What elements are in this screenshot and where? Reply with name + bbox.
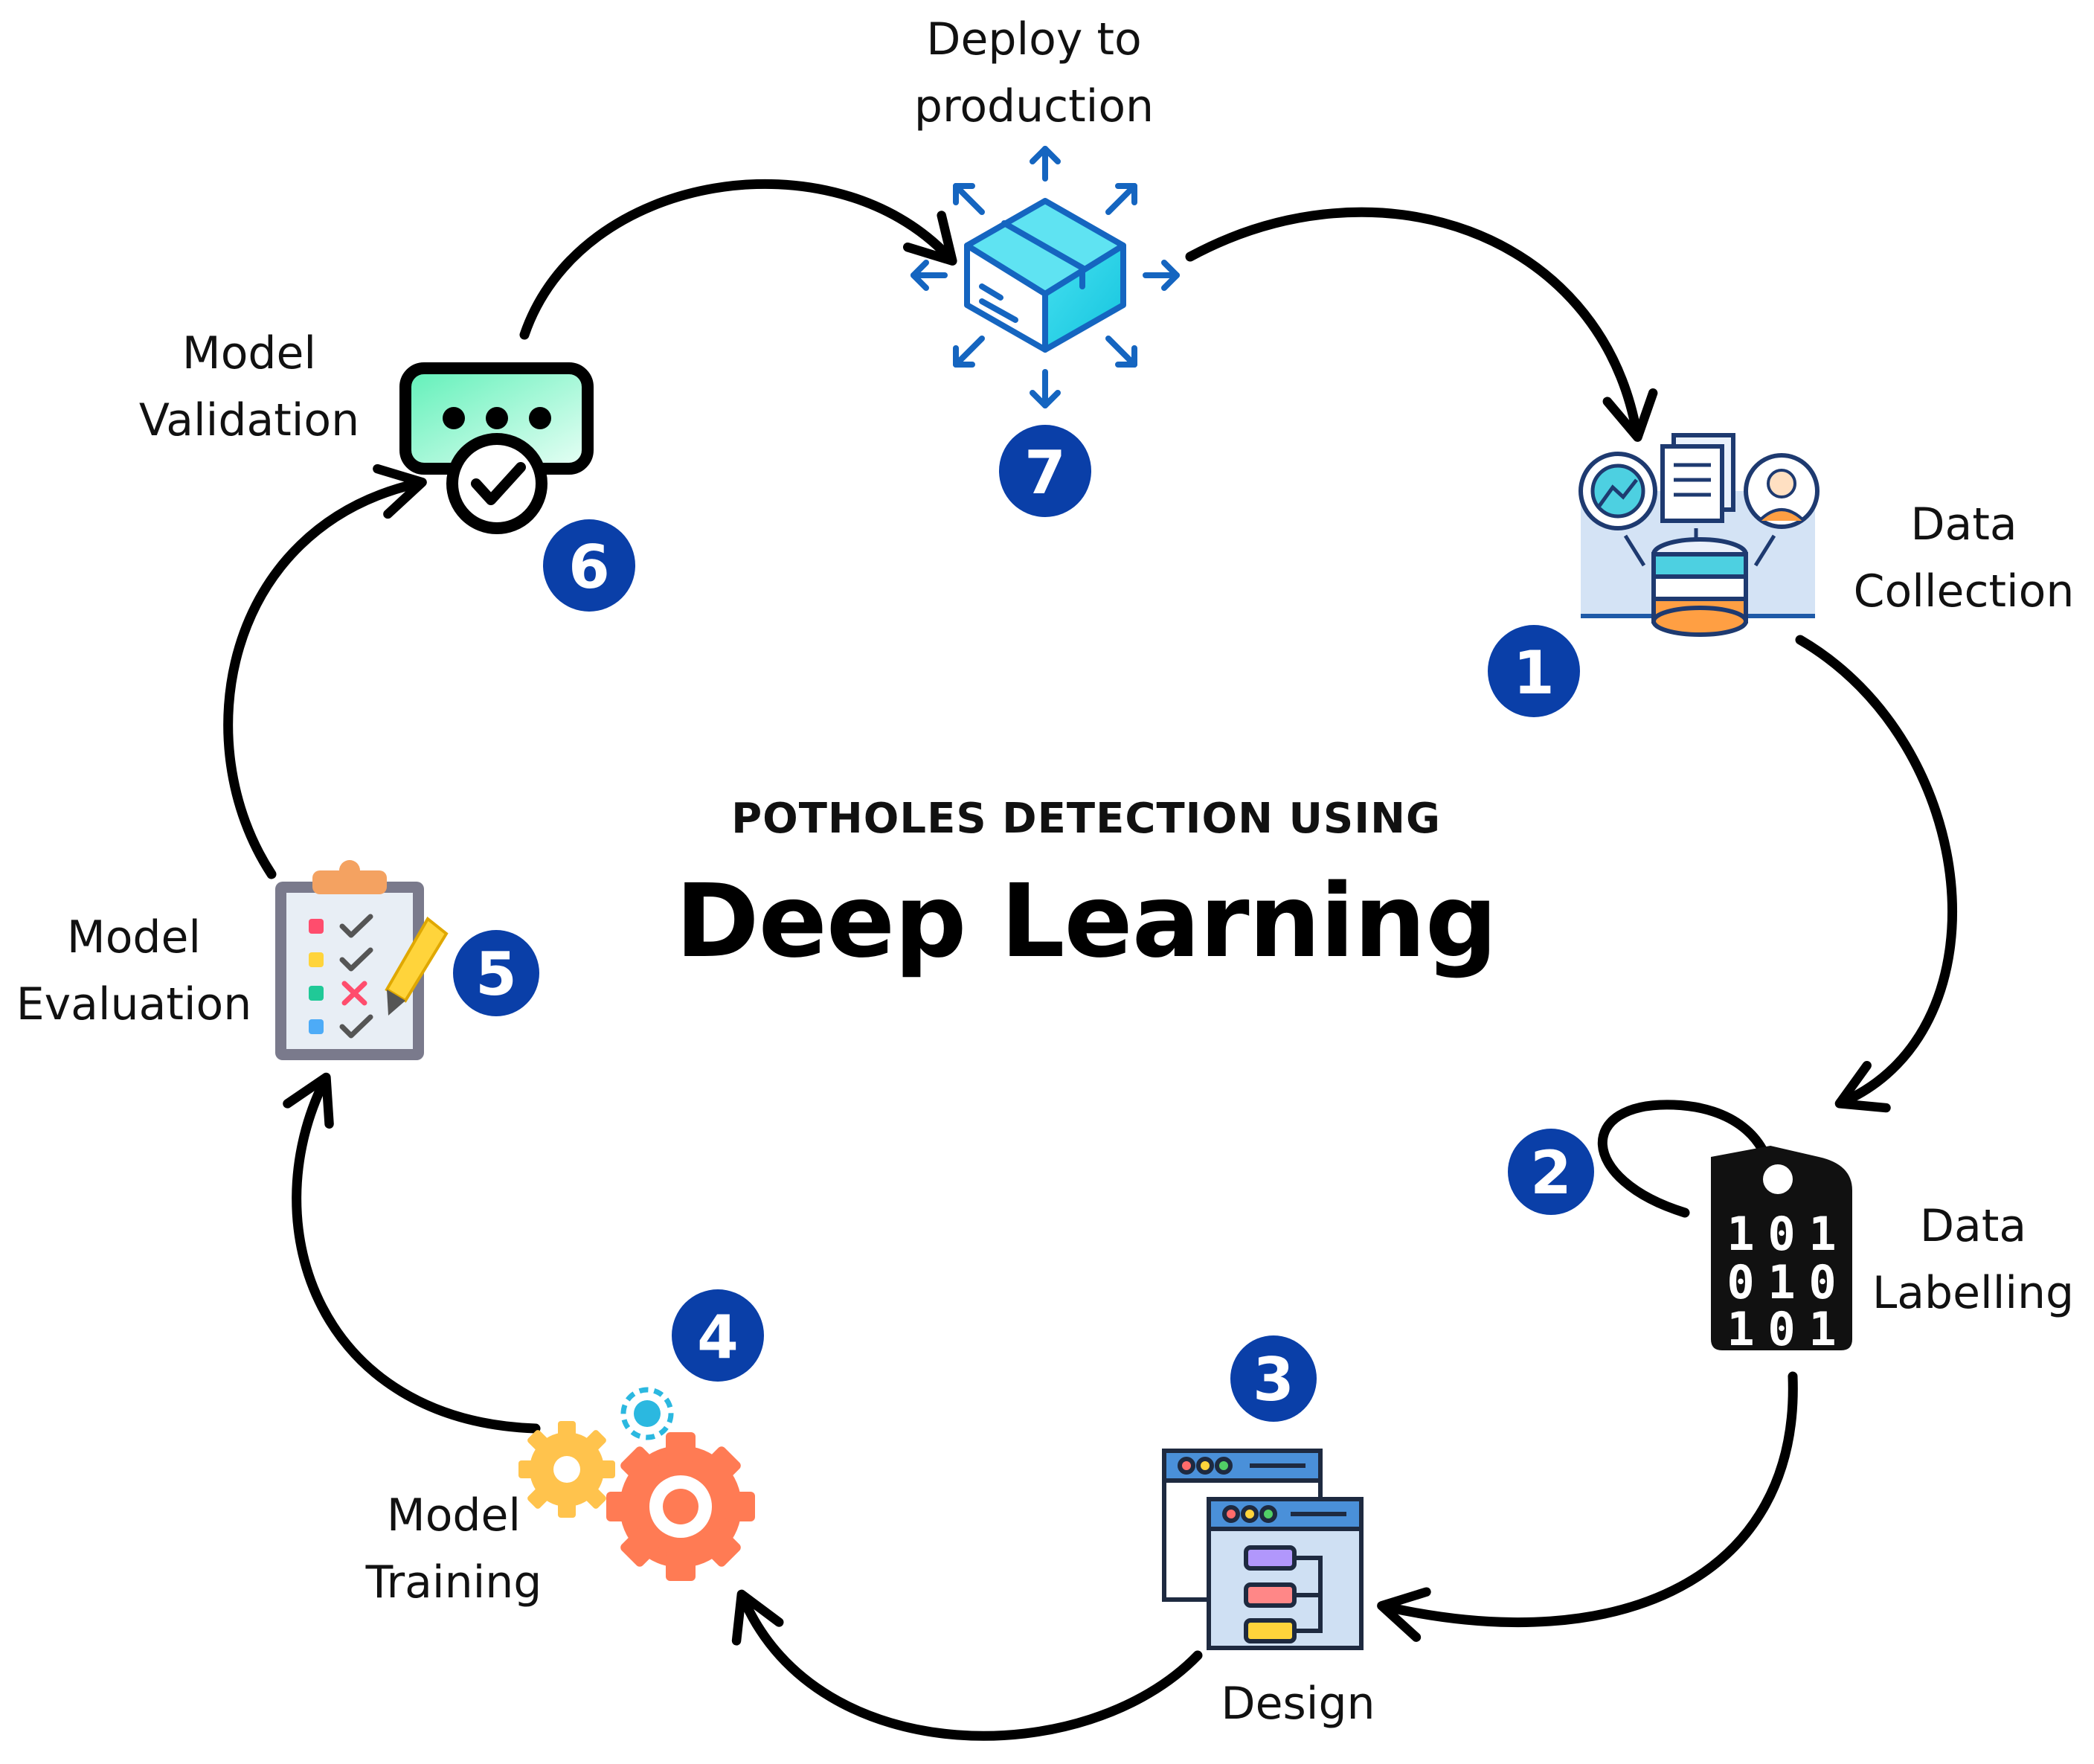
svg-text:1: 1 [1727, 1207, 1754, 1261]
step-3-number: 3 [1253, 1345, 1294, 1414]
step-3-label: Design [1175, 1670, 1421, 1737]
step-7-number: 7 [1024, 438, 1066, 507]
step-6-badge: 6 [543, 519, 635, 612]
arrow-evaluation-to-validation [223, 464, 427, 879]
step-7-label: Deploy to production [844, 6, 1224, 140]
step-2-number: 2 [1530, 1138, 1572, 1207]
step-1-label-line-2: Collection [1853, 565, 2075, 618]
step-2-badge: 2 [1508, 1129, 1594, 1215]
step-4-label: Model Training [342, 1482, 565, 1616]
step-6-label-line-2: Validation [138, 394, 360, 446]
step-5-number: 5 [475, 940, 517, 1009]
step-4-label-line-2: Training [365, 1556, 542, 1609]
step-3-label-line-1: Design [1221, 1678, 1375, 1730]
step-5-label-line-2: Evaluation [16, 978, 252, 1030]
step-6-label: Model Validation [126, 320, 372, 454]
gears-icon [518, 1387, 755, 1581]
step-2-label-line-2: Labelling [1872, 1267, 2075, 1319]
arrow-collection-to-labelling [1795, 635, 1958, 1113]
svg-text:1: 1 [1727, 1302, 1754, 1356]
arrow-validation-to-deploy [519, 179, 957, 340]
step-1-label: Data Collection [1841, 491, 2087, 625]
svg-text:1: 1 [1808, 1302, 1836, 1356]
step-6-label-line-1: Model [182, 327, 317, 379]
step-5-label-line-1: Model [66, 911, 202, 963]
step-4-badge: 4 [672, 1289, 764, 1382]
database-collection-icon [1578, 433, 1820, 637]
svg-text:0: 0 [1808, 1255, 1836, 1309]
svg-text:0: 0 [1767, 1207, 1795, 1261]
step-4-label-line-1: Model [386, 1489, 521, 1542]
step-3-badge-circle [1230, 1335, 1317, 1422]
step-5-badge: 5 [453, 930, 539, 1016]
svg-text:0: 0 [1727, 1255, 1754, 1309]
checklist-clipboard-icon [275, 860, 449, 1060]
deploy-box-icon [910, 146, 1180, 408]
svg-text:1: 1 [1808, 1207, 1836, 1261]
step-4-number: 4 [697, 1303, 739, 1372]
step-7-badge-circle [999, 425, 1091, 517]
step-1-label-line-1: Data [1910, 498, 2017, 551]
flowchart-windows-icon [1162, 1449, 1364, 1650]
svg-text:0: 0 [1767, 1302, 1795, 1356]
step-2-badge-circle [1508, 1129, 1594, 1215]
diagram-subtitle: POTHOLES DETECTION USING [731, 795, 1441, 843]
step-6-badge-circle [543, 519, 635, 612]
step-7-label-line-1: Deploy to [926, 13, 1142, 65]
diagram-title: Deep Learning [675, 863, 1497, 981]
step-6-number: 6 [568, 533, 610, 602]
step-2-label: Data Labelling [1860, 1193, 2087, 1327]
step-3-badge: 3 [1230, 1335, 1317, 1422]
step-4-badge-circle [672, 1289, 764, 1382]
step-5-label: Model Evaluation [4, 904, 264, 1038]
step-7-label-line-2: production [913, 80, 1154, 132]
step-1-badge: 1 [1488, 625, 1580, 717]
arrow-deploy-to-collection [1185, 207, 1658, 442]
step-1-badge-circle [1488, 625, 1580, 717]
chat-check-icon [399, 362, 594, 534]
cycle-arrows [223, 179, 1958, 1741]
step-badges: 1 2 3 4 5 6 7 [453, 425, 1594, 1422]
step-1-number: 1 [1513, 638, 1555, 708]
arrow-design-to-training [731, 1589, 1203, 1741]
step-7-badge: 7 [999, 425, 1091, 517]
svg-text:1: 1 [1767, 1255, 1795, 1309]
arrow-labelling-to-design [1377, 1371, 1798, 1642]
arrow-training-to-evaluation [283, 1072, 541, 1434]
arrow-labelling-loop [1597, 1100, 1776, 1218]
step-5-badge-circle [453, 930, 539, 1016]
step-2-label-line-1: Data [1919, 1200, 2027, 1252]
